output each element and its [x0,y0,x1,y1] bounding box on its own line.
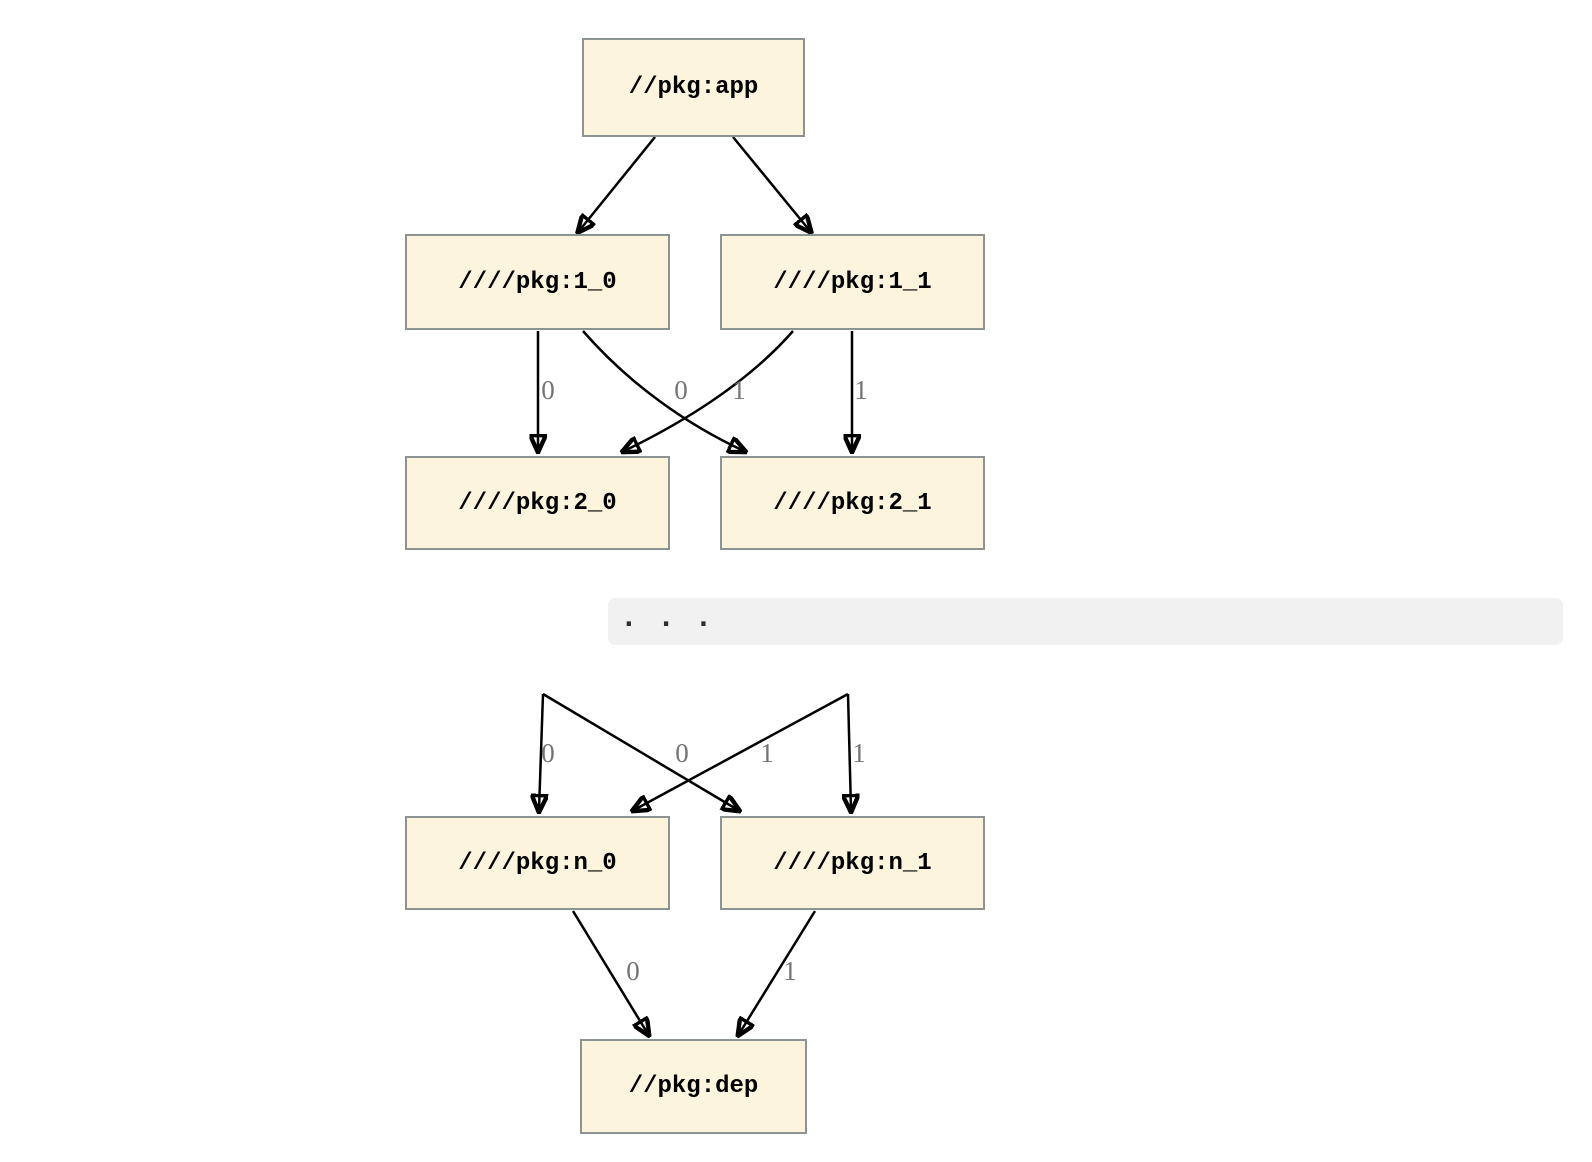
node-label: ////pkg:1_1 [773,268,932,296]
node-pkg-1_0: ////pkg:1_0 [405,234,670,330]
ellipsis-dots: . . . [621,602,715,633]
node-label: //pkg:dep [628,1073,759,1100]
edge-cont-cross-to-n_1 [542,692,738,810]
node-pkg-2_1: ////pkg:2_1 [720,456,985,550]
edge-label-cont-cross-to-n_0: 1 [760,738,774,769]
node-label: ////pkg:n_0 [458,849,617,877]
edge-label-cont-to-n_0: 0 [541,738,555,769]
edge-cont-to-n_1 [848,693,851,810]
node-pkg-n_1: ////pkg:n_1 [720,816,985,910]
edge-label-cont-to-n_1: 1 [852,738,866,769]
edge-app-to-1_0 [579,136,656,231]
edge-label-n_0-to-dep: 0 [626,956,640,987]
edge-app-to-1_1 [732,136,810,231]
edge-label-1_0-to-2_1: 0 [674,375,688,406]
ellipsis-separator-bar: . . . [608,598,1563,645]
edge-label-n_1-to-dep: 1 [783,956,797,987]
node-label: //pkg:app [628,74,759,101]
node-label: ////pkg:n_1 [773,849,932,877]
edge-cont-cross-to-n_0 [634,692,849,810]
node-pkg-1_1: ////pkg:1_1 [720,234,985,330]
node-pkg-2_0: ////pkg:2_0 [405,456,670,550]
edge-1_1-to-2_0 [624,330,794,451]
edge-1_0-to-2_1 [582,330,744,451]
node-pkg-n_0: ////pkg:n_0 [405,816,670,910]
node-label: ////pkg:1_0 [458,268,617,296]
edge-label-cont-cross-to-n_1: 0 [675,738,689,769]
edge-label-1_0-to-2_0: 0 [541,375,555,406]
node-pkg-dep: //pkg:dep [580,1039,807,1134]
edge-label-1_1-to-2_0: 1 [732,375,746,406]
edge-n_1-to-dep [739,910,817,1034]
edge-label-1_1-to-2_1: 1 [854,375,868,406]
node-label: ////pkg:2_0 [458,489,617,517]
node-pkg-app: //pkg:app [582,38,805,137]
node-label: ////pkg:2_1 [773,489,932,517]
